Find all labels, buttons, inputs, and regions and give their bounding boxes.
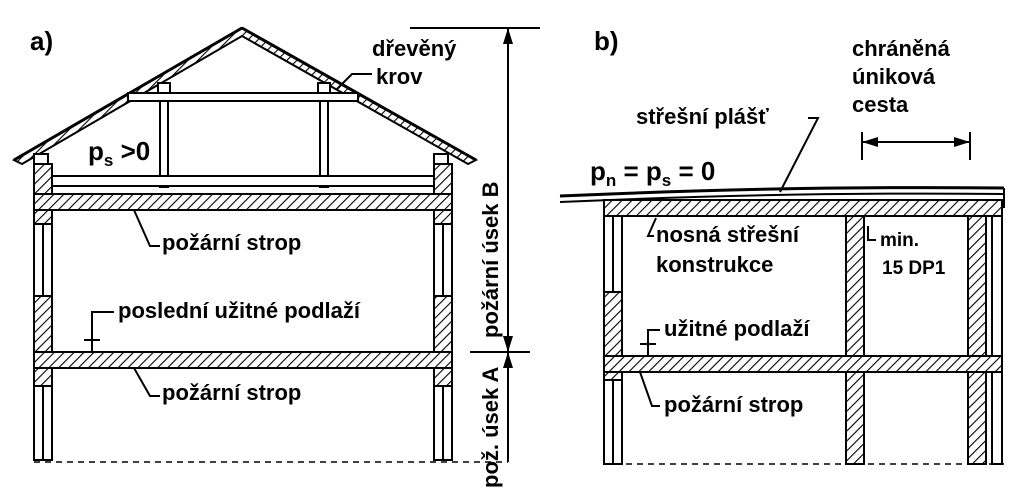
last-floor-label: poslední užitné podlaží <box>118 298 361 323</box>
fire-ceiling-slab <box>603 355 1003 373</box>
panel-b: b) chráněná úniková cesta střešní plášť … <box>559 26 1005 465</box>
escape-label-1: chráněná <box>852 36 951 61</box>
fire-ceiling-top-label: požární strop <box>162 230 301 255</box>
panel-b-letter: b) <box>594 26 619 56</box>
dimension-line <box>410 27 540 462</box>
escape-wall-right <box>967 215 987 465</box>
escape-wall-left <box>845 215 865 465</box>
usable-floor-label: užitné podlaží <box>664 316 810 341</box>
roof-skin-label: střešní plášť <box>636 104 769 129</box>
min-label: min. <box>880 230 919 251</box>
ps-label: ps >0 <box>88 136 150 170</box>
roof-slab <box>603 199 1003 217</box>
panel-a-letter: a) <box>30 26 53 56</box>
section-a-label: pož. úsek A <box>478 366 503 488</box>
pn-ps-label: pn = ps = 0 <box>590 156 715 190</box>
fire-ceiling-top <box>33 193 453 211</box>
fire-ceiling-label: požární strop <box>664 392 803 417</box>
wood-roof-leader <box>335 73 372 91</box>
timber-roof <box>11 26 479 188</box>
panel-a: a) <box>11 26 540 488</box>
roof-skin <box>559 186 1005 198</box>
fire-ceiling-bottom-label: požární strop <box>162 380 301 405</box>
structure-label-2: konstrukce <box>656 252 773 277</box>
escape-label-2: úniková <box>852 64 936 89</box>
fire-ceiling-bottom <box>33 351 453 369</box>
wood-roof-label-2: krov <box>376 64 423 89</box>
wood-roof-label-1: dřevěný <box>372 36 457 61</box>
escape-label-3: cesta <box>852 92 909 117</box>
section-b-label: požární úsek B <box>478 182 503 338</box>
dp-label: 15 DP1 <box>882 258 946 279</box>
structure-label-1: nosná střešní <box>656 222 800 247</box>
